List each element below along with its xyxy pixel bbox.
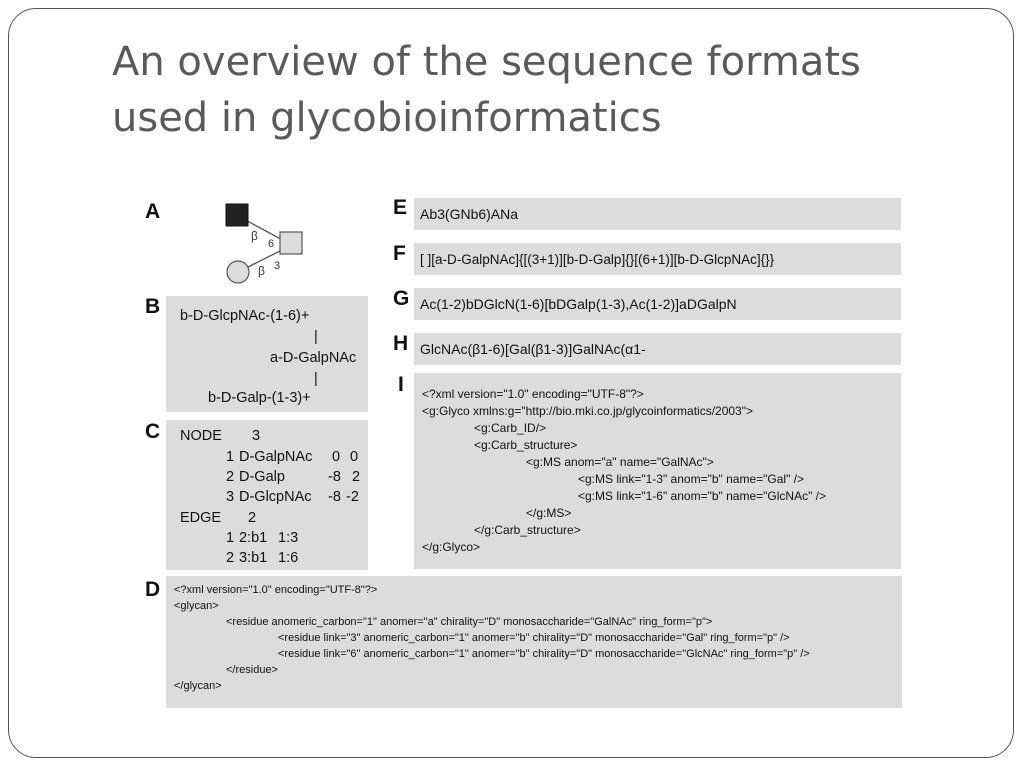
- edge-idx: 2: [226, 550, 235, 566]
- gal-circle-icon: [226, 260, 250, 284]
- panel-i-xml-line: <g:MS link="1-6" anom="b" name="GlcNAc" …: [578, 489, 827, 503]
- beta-upper-label: β: [251, 229, 258, 243]
- panel-e-letter: E: [393, 196, 408, 219]
- panel-b-line: b-D-Galp-(1-3)+: [208, 390, 311, 406]
- panel-i-xml-line: </g:Glyco>: [422, 540, 481, 554]
- node-label: NODE: [180, 428, 222, 444]
- panel-a-letter: A: [145, 200, 161, 223]
- slide-title: An overview of the sequence formats used…: [112, 34, 972, 146]
- panel-d-xml-line: <residue link="6" anomeric_carbon="1" an…: [278, 648, 810, 660]
- edge-target: 1:6: [278, 550, 299, 566]
- panel-i-xml-line: <g:MS anom="a" name="GalNAc">: [526, 455, 714, 469]
- panel-h-box: GlcNAc(β1-6)[Gal(β1-3)]GalNAc(α1-: [414, 333, 901, 365]
- panel-i-letter: I: [398, 373, 404, 396]
- panel-a-glycan-diagram: β 6 β 3: [225, 203, 303, 284]
- panel-i-xml-line: <g:Carb_structure>: [474, 438, 578, 452]
- panel-d-xml-line: <residue anomeric_carbon="1" anomer="a" …: [226, 616, 713, 628]
- title-line-1: An overview of the sequence formats: [112, 39, 861, 85]
- panel-f-sequence: [ ][a-D-GalpNAc]{[(3+1)][b-D-Galp]{}[(6+…: [420, 251, 775, 267]
- edge-label: EDGE: [180, 510, 222, 526]
- panel-c-box: NODE 3 1 D-GalpNAc 0 0 2 D-Galp -8 2 3 D…: [166, 420, 368, 570]
- node-b: -2: [346, 489, 359, 505]
- node-count: 3: [252, 428, 261, 444]
- panel-d-xml-line: </glycan>: [174, 680, 222, 692]
- galnac-square-icon: [279, 231, 303, 255]
- panel-i-xml-line: </g:MS>: [526, 506, 572, 520]
- panel-b-line: |: [314, 371, 318, 387]
- panel-c-letter: C: [145, 420, 161, 443]
- node-name: D-GlcpNAc: [239, 489, 312, 505]
- node-a: 0: [332, 449, 341, 465]
- panel-g-box: Ac(1-2)bDGlcN(1-6)[bDGalp(1-3),Ac(1-2)]a…: [414, 288, 901, 320]
- panel-g-sequence: Ac(1-2)bDGlcN(1-6)[bDGalp(1-3),Ac(1-2)]a…: [420, 296, 737, 312]
- panel-h-sequence: GlcNAc(β1-6)[Gal(β1-3)]GalNAc(α1-: [420, 341, 646, 357]
- panel-d-box: <?xml version="1.0" encoding="UTF-8"?> <…: [166, 576, 902, 708]
- glcnac-square-icon: [225, 203, 249, 227]
- node-name: D-Galp: [239, 469, 285, 485]
- panel-g-letter: G: [393, 287, 410, 310]
- node-a: -8: [328, 469, 341, 485]
- edge-link: 3:b1: [239, 550, 268, 566]
- node-idx: 1: [226, 449, 235, 465]
- panel-i-xml-line: <g:Carb_ID/>: [474, 421, 547, 435]
- node-a: -8: [328, 489, 341, 505]
- panel-i-xml-line: <g:Glyco xmlns:g="http://bio.mki.co.jp/g…: [422, 404, 754, 418]
- panel-i-box: <?xml version="1.0" encoding="UTF-8"?> <…: [414, 373, 901, 569]
- panel-i-xml-line: <?xml version="1.0" encoding="UTF-8"?>: [422, 387, 644, 401]
- panel-i-xml-line: </g:Carb_structure>: [474, 523, 581, 537]
- panel-b-line: b-D-GlcpNAc-(1-6)+: [180, 308, 310, 324]
- panel-h-letter: H: [393, 332, 409, 355]
- panel-i-xml-line: <g:MS link="1-3" anom="b" name="Gal" />: [578, 472, 805, 486]
- panel-d-xml-line: </residue>: [226, 664, 278, 676]
- edge-link: 2:b1: [239, 530, 268, 546]
- panel-b-box: b-D-GlcpNAc-(1-6)+ | a-D-GalpNAc | b-D-G…: [166, 296, 368, 412]
- panel-f-box: [ ][a-D-GalpNAc]{[(3+1)][b-D-Galp]{}[(6+…: [414, 243, 901, 275]
- panel-e-sequence: Ab3(GNb6)ANa: [420, 206, 519, 222]
- link-lower-label: 3: [274, 260, 280, 272]
- panel-d-letter: D: [145, 578, 161, 601]
- panel-f-letter: F: [393, 242, 406, 265]
- panel-b-line: |: [314, 329, 318, 345]
- link-upper-label: 6: [268, 238, 274, 250]
- edge-idx: 1: [226, 530, 235, 546]
- edge-target: 1:3: [278, 530, 299, 546]
- panel-b-line: a-D-GalpNAc: [270, 350, 357, 366]
- edge-count: 2: [248, 510, 257, 526]
- panel-d-xml-line: <residue link="3" anomeric_carbon="1" an…: [278, 632, 790, 644]
- beta-lower-label: β: [258, 264, 265, 278]
- node-name: D-GalpNAc: [239, 449, 313, 465]
- node-idx: 3: [226, 489, 235, 505]
- panel-d-xml-line: <glycan>: [174, 600, 219, 612]
- panel-e-box: Ab3(GNb6)ANa: [414, 198, 901, 230]
- node-b: 2: [352, 469, 361, 485]
- node-b: 0: [350, 449, 359, 465]
- panel-d-xml-line: <?xml version="1.0" encoding="UTF-8"?>: [174, 584, 378, 596]
- panel-b-letter: B: [145, 295, 161, 318]
- title-line-2: used in glycobioinformatics: [112, 95, 662, 141]
- node-idx: 2: [226, 469, 235, 485]
